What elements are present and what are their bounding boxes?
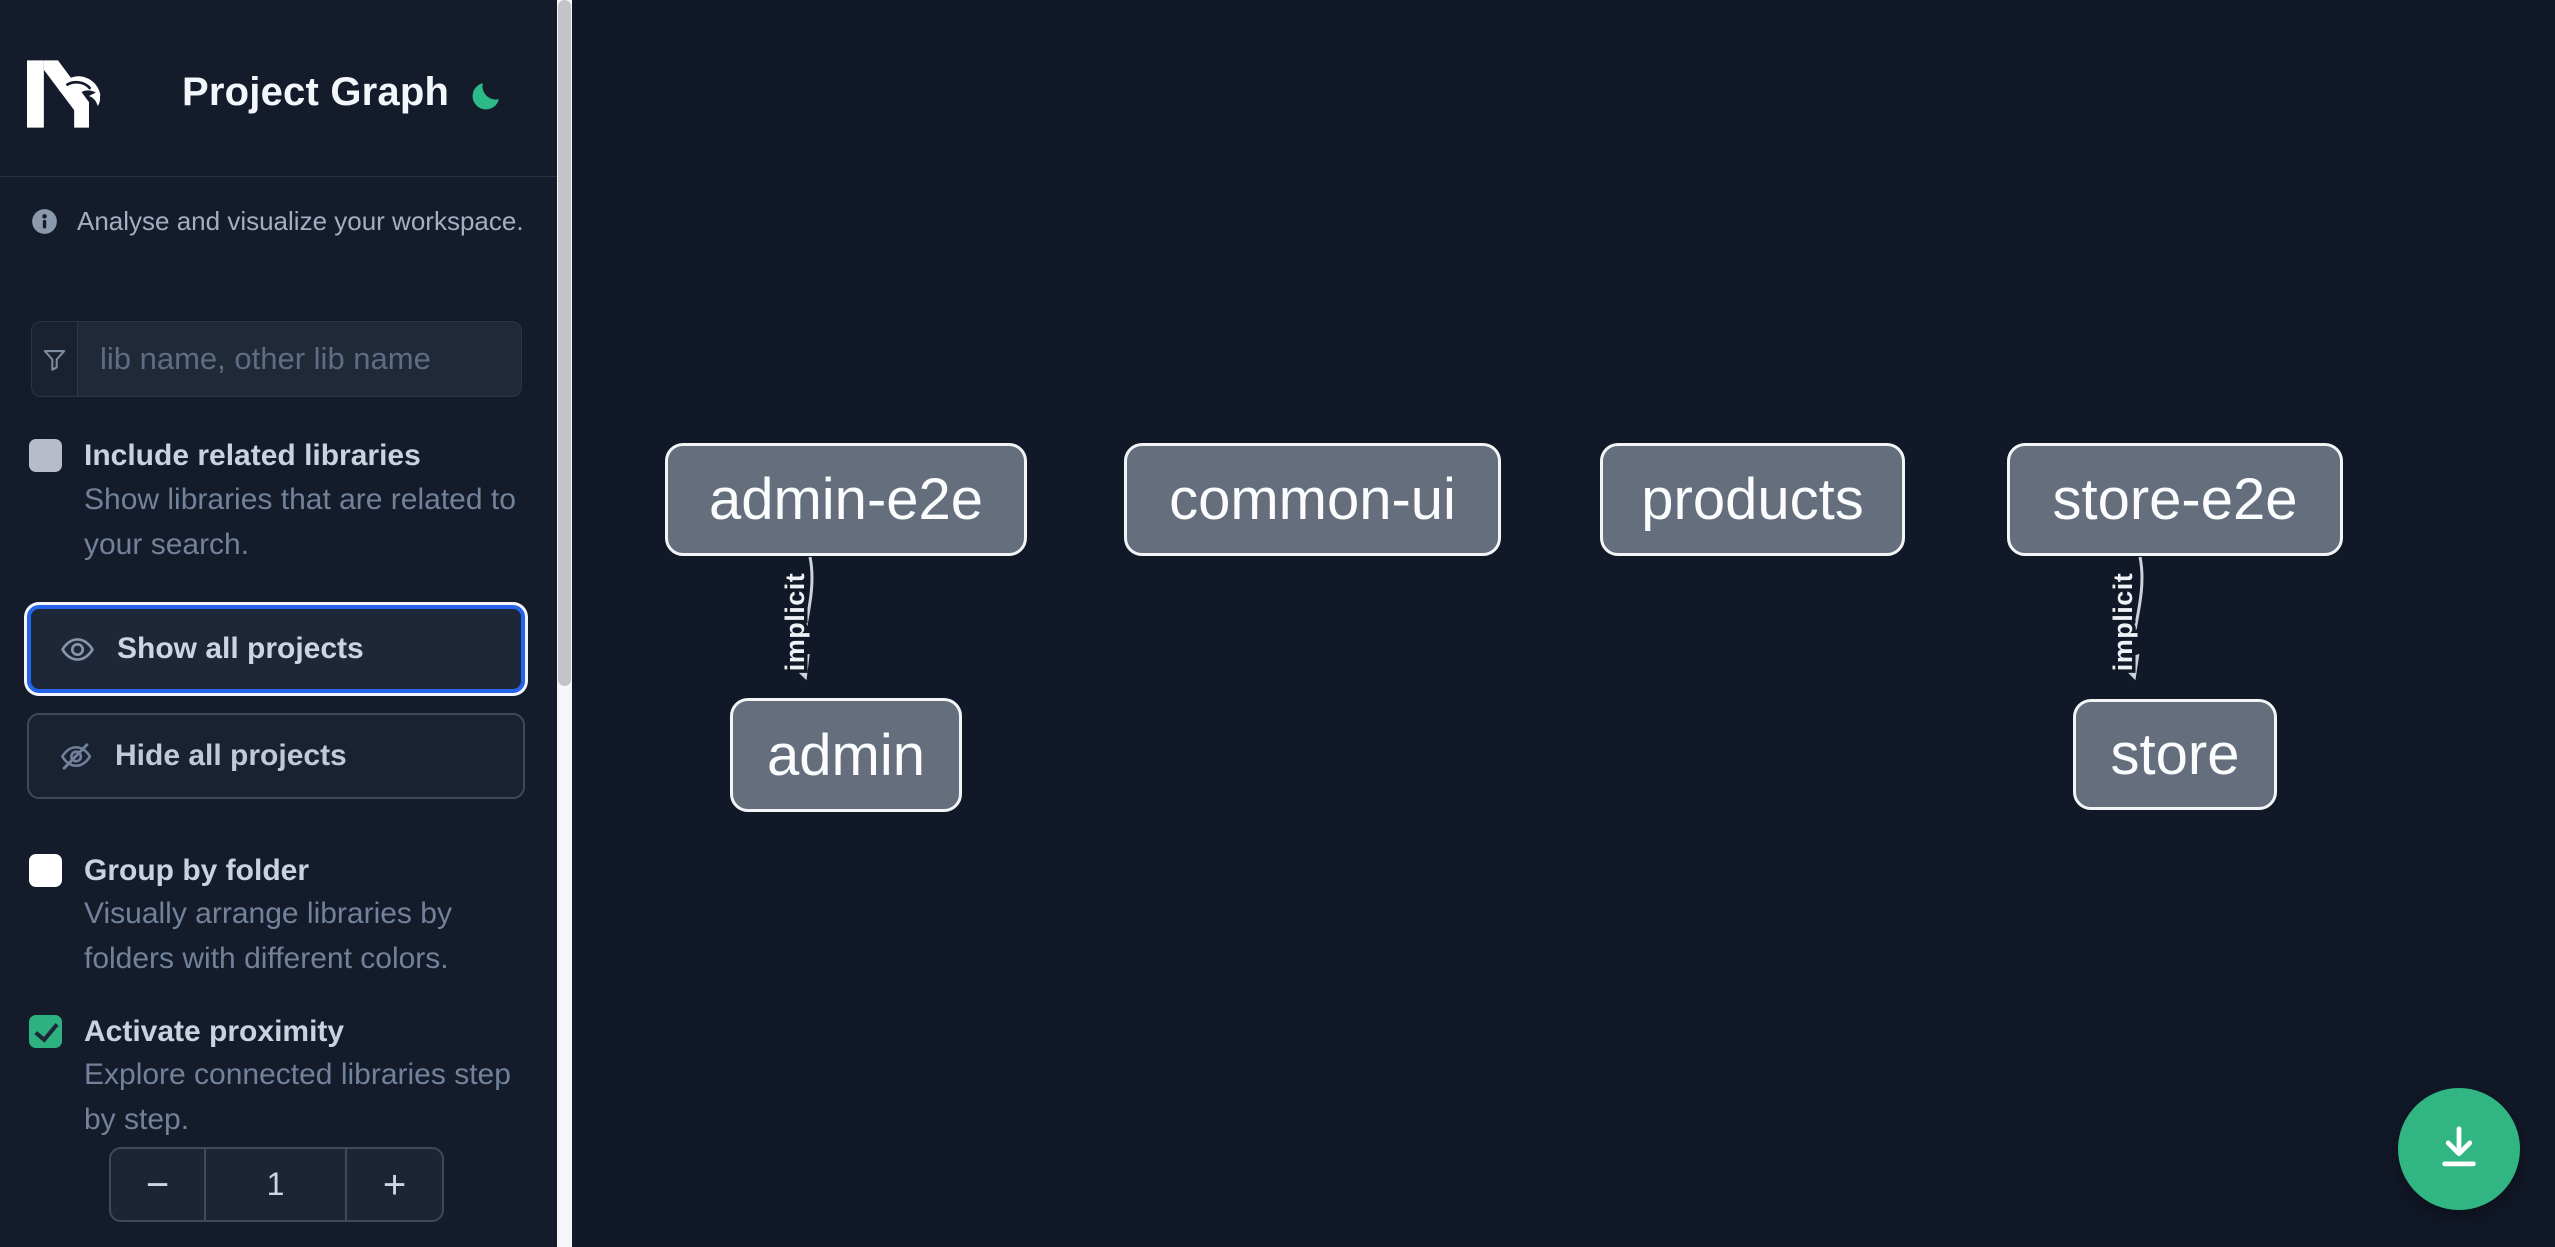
include-related-description: Show libraries that are related to your … — [84, 483, 516, 561]
edge-label-implicit[interactable]: implicit — [2105, 569, 2142, 675]
project-node-store[interactable]: store — [2073, 699, 2277, 810]
page-title: Project Graph — [182, 70, 450, 114]
proximity-depth-stepper: − 1 + — [109, 1147, 444, 1222]
edge-layer: implicit implicit — [777, 556, 2144, 681]
include-related-checkbox[interactable] — [29, 439, 62, 472]
project-node-admin[interactable]: admin — [730, 698, 962, 812]
sidebar-scrollbar-track — [557, 0, 572, 1247]
activate-proximity-description: Explore connected libraries step by step… — [84, 1058, 511, 1136]
group-by-folder-description: Visually arrange libraries by folders wi… — [84, 897, 452, 975]
search-input[interactable] — [78, 322, 521, 396]
library-filter-searchbox — [31, 321, 522, 397]
activate-proximity-label[interactable]: Activate proximity — [84, 1015, 345, 1048]
group-by-folder-label[interactable]: Group by folder — [84, 854, 309, 887]
moon-icon — [472, 83, 499, 110]
activate-proximity-checkbox[interactable] — [29, 1015, 62, 1048]
include-related-label[interactable]: Include related libraries — [84, 439, 421, 472]
hide-all-projects-button[interactable]: Hide all projects — [27, 713, 525, 799]
project-node-common-ui[interactable]: common-ui — [1124, 443, 1501, 556]
edge-admin-e2e-to-admin[interactable] — [787, 556, 814, 681]
proximity-increment-button[interactable]: + — [345, 1149, 442, 1220]
workspace-info-row: Analyse and visualize your workspace. — [31, 206, 524, 237]
download-graph-fab[interactable] — [2398, 1088, 2520, 1210]
filter-funnel-segment — [32, 322, 78, 396]
sidebar-header: Project Graph — [0, 0, 557, 177]
sidebar-scrollbar-thumb[interactable] — [558, 0, 571, 686]
hide-all-projects-label: Hide all projects — [115, 739, 347, 772]
eye-off-icon — [60, 742, 92, 770]
group-by-folder-checkbox[interactable] — [29, 854, 62, 887]
sidebar: Project Graph Analyse and visualize your… — [0, 0, 557, 1247]
info-icon — [32, 209, 57, 234]
workspace-info-text: Analyse and visualize your workspace. — [77, 206, 524, 236]
proximity-decrement-button[interactable]: − — [111, 1149, 206, 1220]
show-all-projects-button[interactable]: Show all projects — [27, 605, 525, 693]
graph-canvas[interactable]: implicit implicit admin-e2e common-ui pr… — [572, 0, 2555, 1247]
project-node-store-e2e[interactable]: store-e2e — [2007, 443, 2343, 556]
project-node-products[interactable]: products — [1600, 443, 1905, 556]
theme-toggle-button[interactable] — [464, 74, 508, 118]
funnel-filter-icon — [43, 349, 66, 371]
project-node-admin-e2e[interactable]: admin-e2e — [665, 443, 1027, 556]
edge-store-e2e-to-store[interactable] — [2116, 556, 2144, 681]
download-icon — [2442, 1126, 2476, 1167]
proximity-value: 1 — [266, 1166, 285, 1202]
eye-icon — [61, 637, 94, 661]
edge-label-implicit[interactable]: implicit — [777, 569, 814, 675]
nx-logo-icon — [27, 60, 101, 128]
show-all-projects-label: Show all projects — [117, 632, 364, 665]
